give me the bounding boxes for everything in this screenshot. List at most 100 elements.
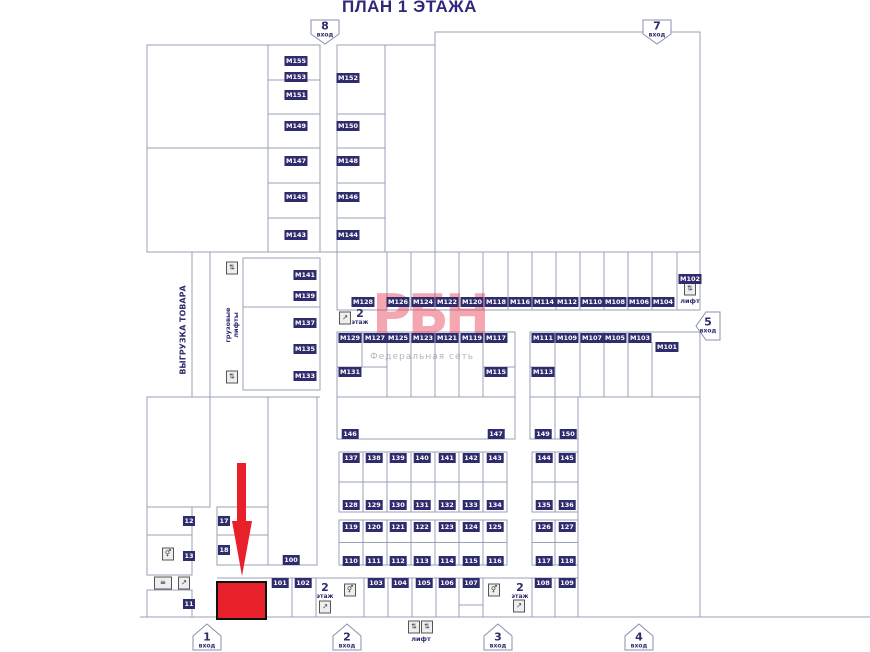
unit-label[interactable]: M155 (284, 56, 308, 66)
unit-label[interactable]: 123 (438, 522, 456, 532)
unit-label[interactable]: 150 (559, 429, 577, 439)
unit-label[interactable]: M109 (555, 333, 579, 343)
unit-label[interactable]: 145 (558, 453, 576, 463)
unit-label[interactable]: M129 (338, 333, 362, 343)
unit-label[interactable]: M115 (484, 367, 508, 377)
unit-label[interactable]: 104 (391, 578, 409, 588)
unit-label[interactable]: M105 (603, 333, 627, 343)
unit-label[interactable]: M144 (336, 230, 360, 240)
unit-label[interactable]: 13 (182, 551, 196, 561)
unit-label[interactable]: M110 (580, 297, 604, 307)
unit-label[interactable]: M152 (336, 73, 360, 83)
unit-label[interactable]: 101 (271, 578, 289, 588)
unit-label[interactable]: 114 (438, 556, 456, 566)
unit-label[interactable]: M117 (484, 333, 508, 343)
unit-label[interactable]: 135 (535, 500, 553, 510)
unit-label[interactable]: M122 (435, 297, 459, 307)
unit-label[interactable]: M153 (284, 72, 308, 82)
unit-label[interactable]: M104 (651, 297, 675, 307)
unit-label[interactable]: 144 (535, 453, 553, 463)
unit-label[interactable]: M123 (411, 333, 435, 343)
unit-label[interactable]: 133 (462, 500, 480, 510)
unit-label[interactable]: 128 (342, 500, 360, 510)
unit-label[interactable]: M118 (484, 297, 508, 307)
unit-label[interactable]: M145 (284, 192, 308, 202)
unit-label[interactable]: M111 (531, 333, 555, 343)
unit-label[interactable]: 119 (342, 522, 360, 532)
unit-label[interactable]: M108 (603, 297, 627, 307)
unit-label[interactable]: 141 (438, 453, 456, 463)
unit-label[interactable]: M141 (293, 270, 317, 280)
unit-label[interactable]: M139 (293, 291, 317, 301)
unit-label[interactable]: 112 (389, 556, 407, 566)
unit-label[interactable]: M126 (386, 297, 410, 307)
unit-label[interactable]: M113 (531, 367, 555, 377)
unit-label[interactable]: M147 (284, 156, 308, 166)
unit-label[interactable]: M151 (284, 90, 308, 100)
unit-label[interactable]: 103 (367, 578, 385, 588)
unit-label[interactable]: 143 (486, 453, 504, 463)
unit-label[interactable]: 124 (462, 522, 480, 532)
unit-label[interactable]: M133 (293, 371, 317, 381)
unit-label[interactable]: 149 (534, 429, 552, 439)
unit-label[interactable]: M103 (628, 333, 652, 343)
unit-label[interactable]: 113 (413, 556, 431, 566)
unit-label[interactable]: M107 (580, 333, 604, 343)
unit-label[interactable]: 137 (342, 453, 360, 463)
unit-label[interactable]: 100 (282, 555, 300, 565)
unit-label[interactable]: 126 (535, 522, 553, 532)
unit-label[interactable]: M119 (460, 333, 484, 343)
unit-label[interactable]: 140 (413, 453, 431, 463)
unit-label[interactable]: 131 (413, 500, 431, 510)
unit-label[interactable]: M124 (411, 297, 435, 307)
unit-label[interactable]: 17 (217, 516, 231, 526)
unit-label[interactable]: M114 (532, 297, 556, 307)
unit-label[interactable]: 127 (558, 522, 576, 532)
unit-label[interactable]: M148 (336, 156, 360, 166)
unit-label[interactable]: M127 (363, 333, 387, 343)
unit-label[interactable]: M120 (460, 297, 484, 307)
unit-label[interactable]: 134 (486, 500, 504, 510)
unit-label[interactable]: M135 (293, 344, 317, 354)
unit-label[interactable]: 11 (182, 599, 196, 609)
unit-label[interactable]: 108 (534, 578, 552, 588)
unit-label[interactable]: M125 (386, 333, 410, 343)
unit-label[interactable]: 120 (365, 522, 383, 532)
unit-label[interactable]: M150 (336, 121, 360, 131)
unit-label[interactable]: 18 (217, 545, 231, 555)
unit-label[interactable]: M137 (293, 318, 317, 328)
unit-label[interactable]: 136 (558, 500, 576, 510)
unit-label[interactable]: 115 (462, 556, 480, 566)
unit-label[interactable]: 12 (182, 516, 196, 526)
unit-label[interactable]: M101 (655, 342, 679, 352)
unit-label[interactable]: 121 (389, 522, 407, 532)
unit-label[interactable]: 116 (486, 556, 504, 566)
unit-label[interactable]: M121 (435, 333, 459, 343)
unit-label[interactable]: 105 (415, 578, 433, 588)
unit-label[interactable]: M146 (336, 192, 360, 202)
unit-label[interactable]: M112 (555, 297, 579, 307)
unit-label[interactable]: 146 (341, 429, 359, 439)
unit-label[interactable]: 102 (294, 578, 312, 588)
unit-label[interactable]: 132 (438, 500, 456, 510)
unit-label[interactable]: 106 (438, 578, 456, 588)
unit-label[interactable]: 109 (558, 578, 576, 588)
unit-label[interactable]: M106 (627, 297, 651, 307)
unit-label[interactable]: 111 (365, 556, 383, 566)
unit-label[interactable]: 130 (389, 500, 407, 510)
unit-label[interactable]: M116 (508, 297, 532, 307)
unit-label[interactable]: 147 (487, 429, 505, 439)
unit-label[interactable]: 122 (413, 522, 431, 532)
unit-label[interactable]: M143 (284, 230, 308, 240)
unit-label[interactable]: M149 (284, 121, 308, 131)
unit-label[interactable]: M128 (351, 297, 375, 307)
unit-label[interactable]: 107 (462, 578, 480, 588)
unit-label[interactable]: 142 (462, 453, 480, 463)
